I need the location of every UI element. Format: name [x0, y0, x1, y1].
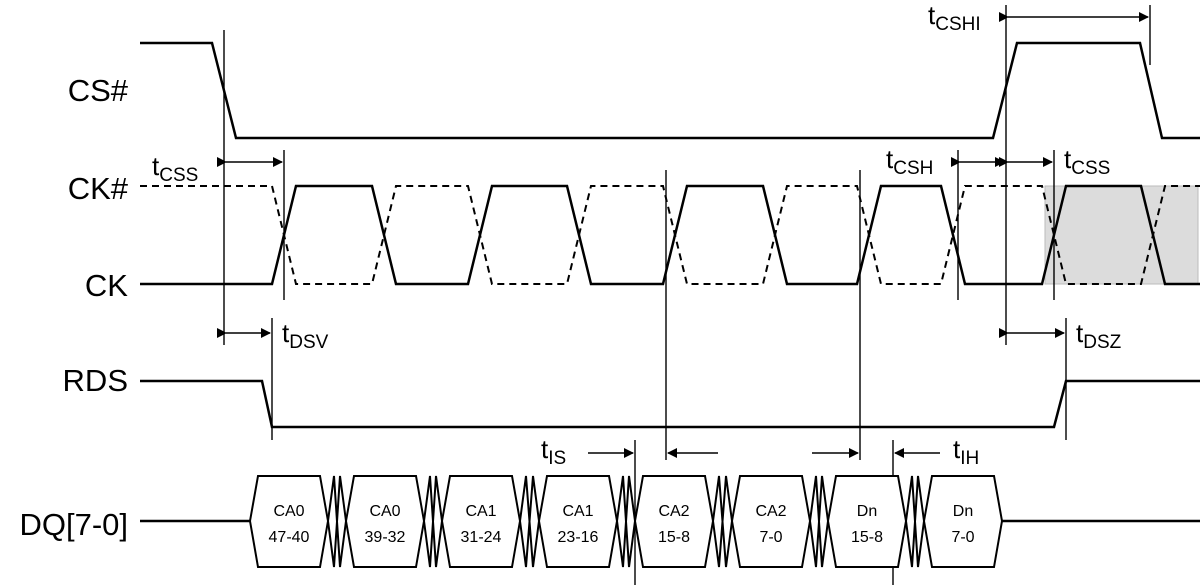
signal-label-cs: CS# [68, 73, 129, 108]
dq-cell-label: Dn [857, 503, 877, 520]
dq-cell-bits: 7-0 [759, 529, 782, 546]
dq-cell-outline [922, 475, 1004, 568]
dq-cell: CA1 23-16 [537, 475, 619, 568]
dq-cell-bits: 39-32 [365, 529, 406, 546]
shaded-clock-region [1044, 185, 1199, 285]
dq-cell-bits: 15-8 [658, 529, 690, 546]
dq-cell-outline [248, 475, 330, 568]
dq-cell-label: CA1 [465, 503, 496, 520]
dq-transition [518, 475, 541, 568]
dq-transition [615, 475, 637, 568]
dq-cell-outline [344, 475, 426, 568]
dq-transition [326, 475, 348, 568]
dq-cell-outline [826, 475, 908, 568]
label-tcsh: tCSH [886, 144, 933, 179]
signal-label-dq: DQ[7-0] [19, 507, 128, 542]
dq-bus: CA047-40CA039-32CA131-24CA123-16CA215-8C… [248, 475, 1004, 568]
dq-cell-bits: 7-0 [951, 529, 974, 546]
dq-cell: CA0 39-32 [344, 475, 426, 568]
rds-waveform [140, 379, 1200, 429]
signal-label-ck: CK [85, 268, 128, 303]
dq-cell-label: CA2 [658, 503, 689, 520]
label-tih: tIH [953, 434, 979, 469]
dq-cell-label: CA2 [755, 503, 786, 520]
dq-cell-label: Dn [953, 503, 973, 520]
ck-n-waveform [140, 185, 1200, 285]
dq-transition [711, 475, 734, 568]
dq-cell-outline [440, 475, 522, 568]
label-tcshi: tCSHI [928, 0, 981, 35]
dq-cell-label: CA1 [562, 503, 593, 520]
dq-cell: CA0 47-40 [248, 475, 330, 568]
dq-cell-bits: 15-8 [851, 529, 883, 546]
signal-label-rds: RDS [63, 363, 128, 398]
dq-cell-bits: 47-40 [269, 529, 310, 546]
label-tdsv: tDSV [282, 318, 329, 353]
dq-cell-outline [537, 475, 619, 568]
dq-cell-label: CA0 [273, 503, 304, 520]
label-tcss-right: tCSS [1064, 144, 1110, 179]
dq-cell: CA2 15-8 [633, 475, 715, 568]
signal-label-ck-n: CK# [68, 171, 129, 206]
dq-cell-bits: 31-24 [461, 529, 502, 546]
ck-waveform [140, 184, 1200, 286]
dq-cell: Dn 15-8 [826, 475, 908, 568]
dq-transition [808, 475, 830, 568]
dq-cell-outline [730, 475, 812, 568]
dq-transition [904, 475, 926, 568]
label-tdsz: tDSZ [1076, 318, 1122, 353]
dq-cell: CA1 31-24 [440, 475, 522, 568]
dq-cell: CA2 7-0 [730, 475, 812, 568]
label-tis: tIS [541, 434, 566, 469]
dq-cell-outline [633, 475, 715, 568]
cs-waveform [140, 41, 1200, 140]
dq-transition [422, 475, 444, 568]
dq-cell-label: CA0 [369, 503, 400, 520]
dq-cell: Dn 7-0 [922, 475, 1004, 568]
dq-cell-bits: 23-16 [558, 529, 599, 546]
label-tcss-left: tCSS [152, 151, 198, 186]
